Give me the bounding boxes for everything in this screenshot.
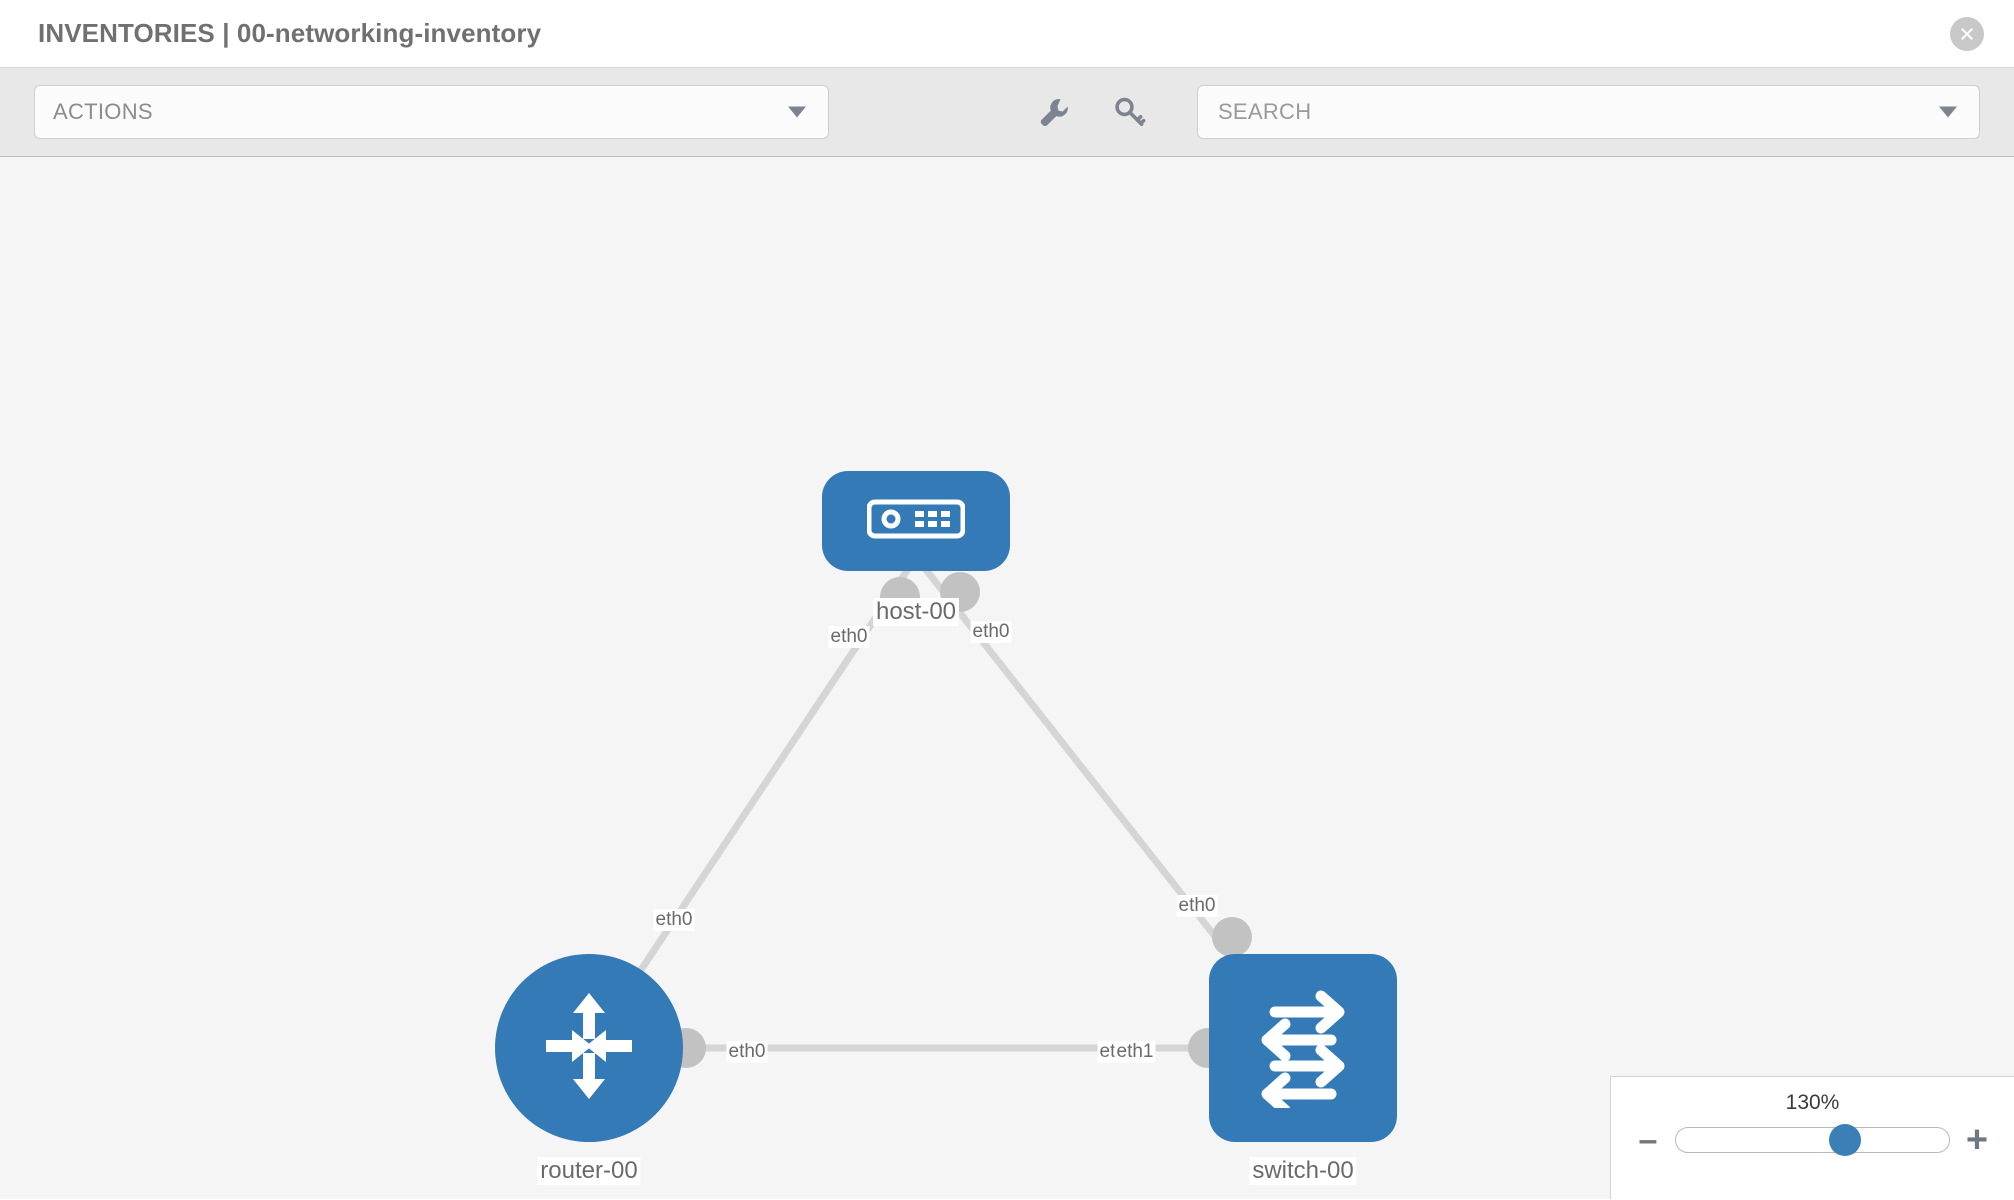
page-title: INVENTORIES | 00-networking-inventory	[38, 18, 542, 48]
zoom-slider-row: – +	[1611, 1119, 2014, 1161]
wrench-icon[interactable]	[1033, 92, 1073, 132]
connector-nub	[1212, 917, 1252, 957]
node-router-00[interactable]	[495, 954, 683, 1142]
key-icon[interactable]	[1109, 92, 1149, 132]
zoom-in-button[interactable]: +	[1965, 1119, 1989, 1161]
interface-label: eth0	[726, 1041, 768, 1063]
zoom-percent-label: 130%	[1785, 1091, 1840, 1114]
topology-links	[586, 554, 1306, 1052]
search-input[interactable]	[1215, 98, 1961, 126]
actions-dropdown[interactable]: ACTIONS	[34, 85, 829, 139]
interface-label: eth0	[1176, 895, 1218, 917]
node-host-00[interactable]	[822, 471, 1010, 571]
node-label-switch-00: switch-00	[1249, 1157, 1357, 1185]
topology-graph[interactable]: host-00 router-00	[0, 157, 2014, 1199]
zoom-slider-knob[interactable]	[1829, 1124, 1862, 1156]
node-label-host-00: host-00	[872, 598, 960, 626]
interface-label: eth1	[1114, 1041, 1156, 1063]
interface-label: eth0	[970, 621, 1012, 643]
server-appliance-icon	[866, 496, 966, 547]
node-switch-00[interactable]	[1209, 954, 1397, 1142]
switch-arrows-icon	[1241, 984, 1365, 1115]
toolbar-icon-group	[1033, 92, 1149, 132]
close-button[interactable]	[1950, 16, 1984, 51]
topology-canvas[interactable]: host-00 router-00	[0, 157, 2014, 1199]
interface-label: eth0	[828, 626, 870, 648]
chevron-down-icon	[787, 106, 806, 118]
actions-dropdown-label: ACTIONS	[53, 99, 153, 124]
toolbar: ACTIONS	[0, 68, 2014, 157]
zoom-control: 130% – +	[1610, 1076, 2014, 1199]
node-label-router-00: router-00	[537, 1157, 641, 1185]
zoom-out-button[interactable]: –	[1638, 1121, 1658, 1159]
search-field[interactable]	[1196, 85, 1980, 139]
close-icon	[1957, 24, 1977, 44]
chevron-down-icon[interactable]	[1939, 106, 1957, 118]
page-header: INVENTORIES | 00-networking-inventory	[0, 0, 2014, 68]
zoom-slider[interactable]	[1675, 1124, 1950, 1156]
router-arrows-icon	[530, 987, 648, 1110]
interface-label: eth0	[653, 909, 695, 931]
